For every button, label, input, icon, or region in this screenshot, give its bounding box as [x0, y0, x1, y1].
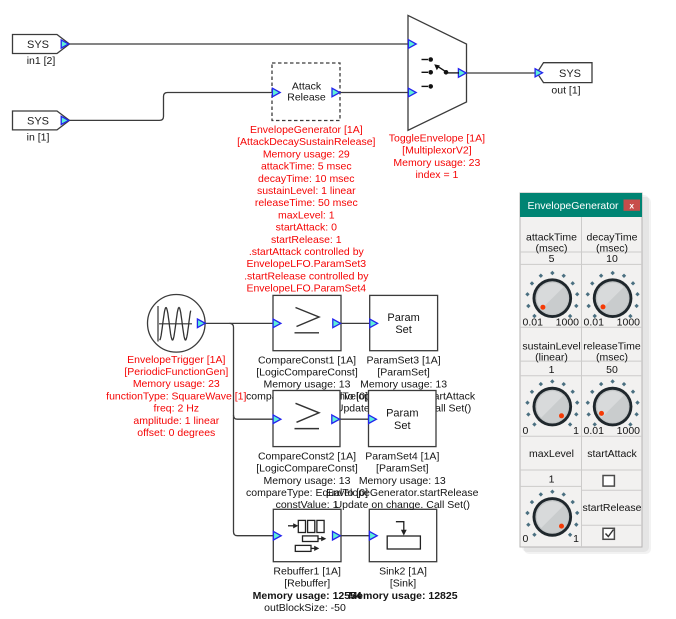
svg-text:outBlockSize: -50: outBlockSize: -50: [264, 602, 346, 614]
svg-text:EnvelopeLFO.ParamSet4: EnvelopeLFO.ParamSet4: [246, 283, 366, 295]
svg-text:ParamSet4 [1A]: ParamSet4 [1A]: [365, 450, 439, 462]
svg-text:EnvelopeTrigger [1A]: EnvelopeTrigger [1A]: [127, 354, 225, 366]
svg-text:(msec): (msec): [535, 242, 567, 254]
svg-text:Memory usage: 12554: Memory usage: 12554: [253, 590, 362, 602]
svg-text:startRelease: 1: startRelease: 1: [271, 234, 342, 246]
svg-text:(msec): (msec): [596, 242, 628, 254]
svg-text:Attack: Attack: [292, 81, 322, 93]
svg-text:10: 10: [606, 253, 618, 265]
svg-text:freq: 2 Hz: freq: 2 Hz: [154, 403, 200, 415]
svg-text:Set: Set: [395, 324, 412, 336]
svg-text:in [1]: in [1]: [27, 132, 50, 144]
svg-text:EnvelopeLFO.ParamSet3: EnvelopeLFO.ParamSet3: [246, 258, 366, 270]
svg-text:functionType: SquareWave [1]: functionType: SquareWave [1]: [106, 390, 246, 402]
svg-text:Param: Param: [386, 408, 418, 420]
svg-text:SYS: SYS: [27, 39, 49, 51]
svg-text:compareType: EqualTo [0]: compareType: EqualTo [0]: [246, 487, 368, 499]
svg-text:maxLevel: 1: maxLevel: 1: [278, 209, 335, 221]
svg-text:0.01: 0.01: [584, 425, 605, 437]
svg-text:1000: 1000: [617, 317, 641, 329]
svg-text:constValue: 1: constValue: 1: [276, 499, 339, 511]
svg-text:[MultiplexorV2]: [MultiplexorV2]: [402, 145, 472, 157]
svg-text:decayTime: 10 msec: decayTime: 10 msec: [258, 173, 354, 185]
svg-text:EnvelopeGenerator: EnvelopeGenerator: [527, 200, 619, 212]
svg-text:startAttack: 0: startAttack: 0: [276, 222, 337, 234]
svg-text:attackTime: attackTime: [526, 232, 577, 244]
svg-text:CompareConst2 [1A]: CompareConst2 [1A]: [258, 450, 356, 462]
svg-text:.startRelease controlled by: .startRelease controlled by: [244, 270, 369, 282]
svg-text:SYS: SYS: [27, 115, 49, 127]
svg-text:out [1]: out [1]: [551, 85, 580, 97]
svg-text:Memory usage: 13: Memory usage: 13: [359, 475, 446, 487]
svg-text:[AttackDecaySustainRelease]: [AttackDecaySustainRelease]: [237, 136, 375, 148]
svg-text:5: 5: [549, 253, 555, 265]
svg-text:Update on change. Call Set(): Update on change. Call Set(): [335, 499, 470, 511]
svg-text:index = 1: index = 1: [415, 169, 458, 181]
svg-text:1000: 1000: [556, 317, 580, 329]
svg-text:[LogicCompareConst]: [LogicCompareConst]: [256, 367, 358, 379]
svg-text:x: x: [629, 200, 634, 210]
svg-text:sustainLevel: 1 linear: sustainLevel: 1 linear: [257, 185, 356, 197]
svg-text:Memory usage: 29: Memory usage: 29: [263, 148, 350, 160]
svg-text:amplitude: 1 linear: amplitude: 1 linear: [133, 415, 219, 427]
svg-text:EnvelopeGenerator [1A]: EnvelopeGenerator [1A]: [250, 124, 363, 136]
svg-text:Memory usage: 23: Memory usage: 23: [393, 157, 480, 169]
svg-text:0: 0: [523, 533, 529, 545]
svg-text:in1 [2]: in1 [2]: [27, 55, 56, 67]
svg-text:offset: 0 degrees: offset: 0 degrees: [137, 427, 215, 439]
svg-text:EnvelopeGenerator.startRelease: EnvelopeGenerator.startRelease: [326, 487, 479, 499]
svg-text:.startAttack controlled by: .startAttack controlled by: [249, 246, 365, 258]
svg-text:[Rebuffer]: [Rebuffer]: [284, 578, 330, 590]
svg-text:[LogicCompareConst]: [LogicCompareConst]: [256, 463, 358, 475]
svg-text:Memory usage: 13: Memory usage: 13: [264, 475, 351, 487]
svg-text:startAttack: startAttack: [587, 448, 637, 460]
svg-text:[PeriodicFunctionGen]: [PeriodicFunctionGen]: [124, 366, 228, 378]
svg-text:Param: Param: [387, 312, 419, 324]
svg-text:sustainLevel: sustainLevel: [522, 341, 580, 353]
svg-text:Memory usage: 13: Memory usage: 13: [360, 379, 447, 391]
svg-text:(msec): (msec): [596, 351, 628, 363]
svg-text:0: 0: [523, 425, 529, 437]
svg-text:Sink2 [1A]: Sink2 [1A]: [379, 566, 427, 578]
svg-text:CompareConst1 [1A]: CompareConst1 [1A]: [258, 354, 356, 366]
svg-text:Memory usage: 13: Memory usage: 13: [264, 379, 351, 391]
svg-text:1: 1: [549, 364, 555, 376]
svg-text:releaseTime: releaseTime: [583, 341, 641, 353]
svg-text:Memory usage: 12825: Memory usage: 12825: [348, 590, 457, 602]
svg-text:[ParamSet]: [ParamSet]: [376, 463, 429, 475]
svg-text:Set: Set: [394, 420, 411, 432]
svg-text:1000: 1000: [617, 425, 641, 437]
svg-text:50: 50: [606, 364, 618, 376]
svg-text:(linear): (linear): [535, 351, 568, 363]
svg-text:1: 1: [549, 474, 555, 486]
svg-text:releaseTime: 50 msec: releaseTime: 50 msec: [255, 197, 358, 209]
svg-text:1: 1: [573, 425, 579, 437]
svg-text:Memory usage: 23: Memory usage: 23: [133, 378, 220, 390]
svg-text:attackTime: 5 msec: attackTime: 5 msec: [261, 161, 352, 173]
svg-text:[ParamSet]: [ParamSet]: [377, 367, 430, 379]
svg-text:decayTime: decayTime: [587, 232, 638, 244]
svg-text:Rebuffer1 [1A]: Rebuffer1 [1A]: [273, 566, 341, 578]
svg-text:0.01: 0.01: [584, 317, 605, 329]
svg-text:1: 1: [573, 533, 579, 545]
svg-text:0.01: 0.01: [523, 317, 544, 329]
svg-text:maxLevel: maxLevel: [529, 448, 574, 460]
svg-text:ToggleEnvelope [1A]: ToggleEnvelope [1A]: [389, 132, 485, 144]
svg-text:startRelease: startRelease: [583, 502, 642, 514]
svg-text:Release: Release: [287, 92, 326, 104]
svg-text:ParamSet3 [1A]: ParamSet3 [1A]: [367, 354, 441, 366]
svg-text:SYS: SYS: [559, 68, 581, 80]
svg-text:[Sink]: [Sink]: [390, 578, 416, 590]
